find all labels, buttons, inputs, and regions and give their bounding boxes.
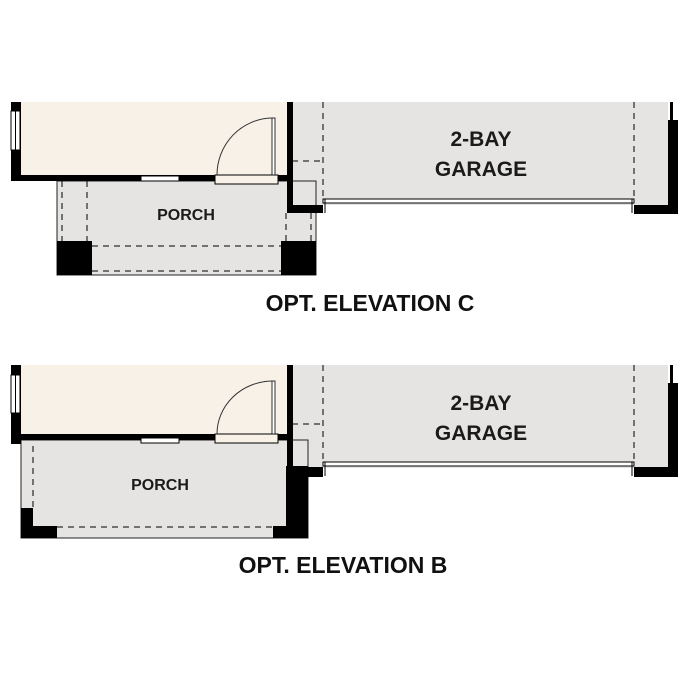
porch-wall-bottom-left (21, 526, 57, 538)
elevation-b-caption: OPT. ELEVATION B (239, 552, 448, 578)
porch-wall-bottom-right (273, 526, 308, 538)
wall-garage-left (287, 365, 293, 478)
wall-front (11, 434, 292, 440)
porch-column-right (281, 241, 316, 275)
wall-garage-right-top (670, 102, 673, 122)
wall-garage-right (668, 120, 678, 214)
garage-label-line1: 2-BAY (450, 128, 511, 151)
garage-label-line2: GARAGE (435, 158, 527, 181)
elevation-c-caption: OPT. ELEVATION C (266, 290, 475, 316)
living-area (21, 102, 287, 175)
wall-garage-left (287, 102, 293, 213)
door-opening (214, 174, 279, 185)
porch-label: PORCH (157, 207, 215, 224)
door-leaf (271, 380, 276, 435)
garage-floor (292, 365, 668, 468)
porch-floor (56, 180, 317, 276)
plan-elevation-b: PORCH 2-BAY GARAGE OPT. ELEVATION B (10, 365, 678, 578)
garage-label-line1: 2-BAY (450, 392, 511, 415)
porch-column-left (57, 241, 92, 275)
porch-floor (20, 439, 309, 539)
porch-label: PORCH (131, 477, 189, 494)
garage-door-opening (322, 198, 635, 204)
wall-garage-front-left (287, 205, 323, 213)
garage-door-opening (322, 461, 635, 467)
wall-garage-front-left (287, 467, 323, 477)
door-swing-arc (216, 380, 273, 435)
window-front (140, 175, 180, 182)
wall-garage-right (668, 383, 678, 477)
wall-porch-right (286, 466, 308, 538)
garage-floor (292, 102, 668, 205)
plan-elevation-c: PORCH 2-BAY GARAGE OPT. ELEVATION C (10, 102, 678, 316)
door-swing-arc (216, 117, 273, 176)
wall-garage-front-right (634, 205, 678, 214)
window-front (140, 437, 180, 444)
living-area (21, 365, 287, 434)
door-leaf (271, 117, 276, 176)
door-opening (214, 433, 279, 444)
garage-label-line2: GARAGE (435, 422, 527, 445)
wall-garage-right-top (670, 365, 673, 385)
wall-garage-front-right (634, 467, 678, 477)
